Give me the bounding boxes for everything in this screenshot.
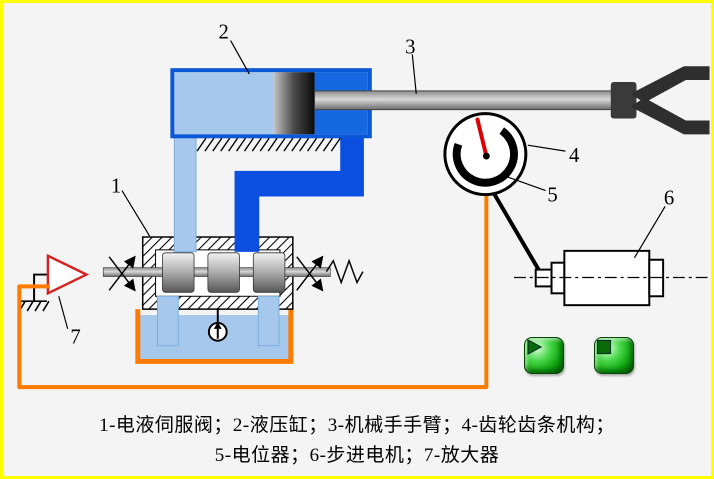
gripper [610, 66, 710, 135]
amplifier-triangle [46, 253, 90, 296]
legend-caption: 1-电液伺服阀；2-液压缸；3-机械手手臂；4-齿轮齿条机构； 5-电位器；6-… [3, 411, 711, 471]
pipe-right-dark [234, 136, 364, 252]
label-3: 3 [405, 36, 415, 58]
hydraulic-cylinder [170, 68, 372, 152]
cylinder-left-chamber [174, 72, 274, 135]
part-labels: 2 3 1 4 5 6 7 [58, 22, 674, 349]
link-to-motor [490, 189, 545, 278]
tank-wall [135, 309, 294, 364]
spool-land [207, 252, 240, 293]
ground-symbol [18, 300, 50, 312]
return-pipe-right [257, 295, 280, 347]
label-2: 2 [219, 22, 229, 44]
spool-land [252, 252, 286, 293]
stop-button[interactable] [594, 337, 634, 374]
caption-line-2: 5-电位器；6-步进电机；7-放大器 [214, 445, 500, 466]
hydraulic-pipes [157, 134, 364, 347]
stop-icon [596, 339, 612, 355]
schematic-svg: 2 3 1 4 5 6 7 [17, 22, 710, 390]
gripper-jaw-upper [630, 66, 710, 103]
label-1: 1 [111, 176, 121, 198]
manipulator-arm [314, 66, 710, 135]
piston-rod [314, 90, 620, 111]
label-5: 5 [547, 184, 557, 206]
gripper-jaw-lower [630, 97, 710, 135]
play-button[interactable] [524, 337, 564, 374]
pump-arrow-head [213, 321, 222, 329]
actuator-arrow [296, 256, 324, 292]
dial-center [482, 152, 490, 160]
feedback-wire [17, 194, 489, 390]
spring-symbol [325, 258, 364, 285]
return-pipe-left [157, 295, 179, 347]
dial-arc [452, 127, 518, 187]
stepper-motor [514, 249, 708, 307]
gear-rack-potentiometer [443, 112, 545, 278]
cylinder-mount-hatching [196, 137, 341, 152]
label-6: 6 [664, 187, 674, 209]
amplifier-input-line [33, 273, 48, 302]
label-7: 7 [70, 327, 80, 349]
spool-land [162, 252, 195, 293]
actuator-arrow [108, 256, 136, 292]
valve-spool [102, 252, 364, 293]
label-4: 4 [569, 145, 580, 167]
play-icon [527, 338, 543, 356]
gripper-base [610, 81, 637, 119]
piston [273, 72, 315, 135]
pipe-left-light [173, 134, 197, 253]
caption-line-1: 1-电液伺服阀；2-液压缸；3-机械手手臂；4-齿轮齿条机构； [99, 415, 615, 436]
amplifier [18, 253, 90, 312]
red-needle [475, 117, 489, 159]
leader-lines [58, 40, 666, 330]
